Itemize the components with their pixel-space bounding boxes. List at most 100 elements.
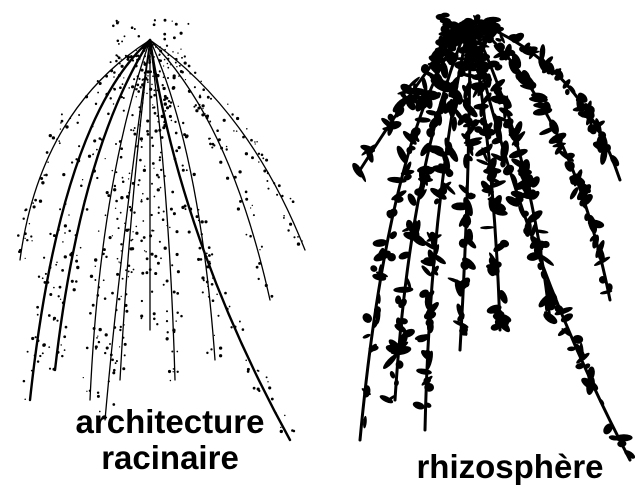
root-hair-dot	[201, 276, 204, 279]
root-hair-dot	[99, 82, 102, 85]
root-hair-dot	[234, 176, 237, 179]
root-hair-dot	[75, 234, 77, 236]
root-hair-dot	[48, 346, 50, 348]
root-hair-dot	[37, 360, 39, 362]
root-hair-dot	[121, 40, 123, 42]
root-hair-dot	[149, 63, 151, 65]
root-hair-dot	[60, 128, 61, 129]
root-hair-dot	[182, 165, 184, 167]
root-hair-dot	[136, 50, 137, 51]
root-hair-dot	[166, 106, 169, 109]
root-hair-dot	[283, 217, 285, 219]
root-hair-dot	[125, 310, 128, 313]
root-hair-dot	[210, 138, 211, 139]
root-hair-dot	[297, 236, 299, 238]
root-hair-dot	[200, 81, 201, 82]
root-hair-dot	[220, 147, 223, 150]
root-hair-dot	[73, 288, 76, 291]
root-hair-dot	[116, 218, 118, 220]
caption-line-1: architecture	[40, 404, 300, 440]
root-strand	[120, 40, 150, 380]
root-hair-dot	[133, 133, 136, 136]
root-hair-dot	[61, 113, 63, 115]
root-hair-dot	[56, 262, 58, 264]
root-hair-dot	[219, 354, 222, 357]
root-hair-dot	[162, 126, 165, 129]
root-hair-dot	[61, 269, 64, 272]
root-hair-dot	[65, 326, 68, 329]
root-hair-dot	[209, 261, 211, 263]
root-hair-dot	[226, 307, 229, 310]
root-hair-dot	[178, 75, 179, 76]
root-hair-dot	[175, 230, 178, 233]
root-hair-dot	[202, 291, 204, 293]
root-hair-dot	[56, 320, 58, 322]
root-hair-dot	[265, 159, 268, 162]
root-hair-dot	[144, 55, 146, 57]
root-hair-dot	[211, 283, 214, 286]
root-hair-dot	[120, 196, 123, 199]
root-hair-dot	[135, 88, 137, 90]
root-hair-dot	[117, 40, 120, 43]
soil-sheath-particle	[412, 400, 426, 411]
root-hair-dot	[136, 145, 139, 148]
soil-sheath-particle	[480, 226, 494, 230]
root-hair-dot	[164, 59, 166, 61]
root-hair-dot	[253, 387, 256, 390]
root-hair-dot	[165, 110, 167, 112]
root-hair-dot	[159, 49, 162, 52]
root-hair-dot	[61, 355, 63, 357]
root-hair-dot	[118, 298, 121, 301]
root-hair-dot	[206, 253, 208, 255]
root-hair-dot	[132, 59, 134, 61]
root-hair-dot	[90, 275, 93, 278]
root-hair-dot	[106, 346, 109, 349]
root-hair-dot	[127, 55, 130, 58]
root-hair-dot	[130, 129, 132, 131]
root-hair-dot	[140, 240, 143, 243]
root-hair-dot	[33, 205, 36, 208]
root-hair-dot	[57, 351, 60, 354]
root-hair-dot	[153, 71, 155, 73]
root-hair-dot	[172, 20, 173, 21]
root-hair-dot	[188, 230, 191, 233]
root-hair-dot	[171, 351, 173, 353]
root-hair-dot	[99, 137, 102, 140]
root-hair-dot	[158, 212, 160, 214]
root-hair-dot	[154, 129, 157, 132]
root-hair-dot	[226, 177, 229, 180]
root-hair-dot	[250, 207, 251, 208]
root-hair-dot	[89, 390, 91, 392]
root-hair-dot	[154, 19, 156, 21]
root-hair-dot	[209, 262, 211, 264]
root-hair-dot	[71, 161, 73, 163]
root-hair-dot	[97, 395, 100, 398]
root-hair-dot	[85, 95, 88, 98]
root-hair-dot	[196, 215, 199, 218]
root-hair-dot	[114, 185, 116, 187]
root-hair-dot	[112, 371, 115, 374]
root-hair-dot	[80, 247, 82, 249]
soil-sheath-particle	[435, 39, 446, 46]
root-hair-dot	[145, 77, 148, 80]
root-hair-dot	[170, 101, 172, 103]
root-hair-dot	[292, 200, 295, 203]
root-hair-dot	[258, 262, 261, 265]
root-hair-dot	[137, 54, 140, 57]
root-hair-dot	[46, 151, 49, 154]
root-hair-dot	[49, 233, 51, 235]
root-hair-dot	[58, 295, 60, 297]
root-hair-dot	[172, 86, 175, 89]
root-hair-dot	[188, 65, 191, 68]
root-hair-dot	[172, 51, 173, 52]
root-hair-dot	[131, 85, 134, 88]
root-hair-dot	[281, 195, 283, 197]
root-hair-dot	[96, 177, 98, 179]
root-hair-dot	[229, 306, 231, 308]
root-hair-dot	[93, 327, 96, 330]
root-hair-dot	[121, 296, 122, 297]
root-hair-dot	[276, 194, 278, 196]
root-hair-dot	[141, 272, 144, 275]
root-hair-dot	[194, 86, 196, 88]
root-hair-dot	[62, 301, 65, 304]
